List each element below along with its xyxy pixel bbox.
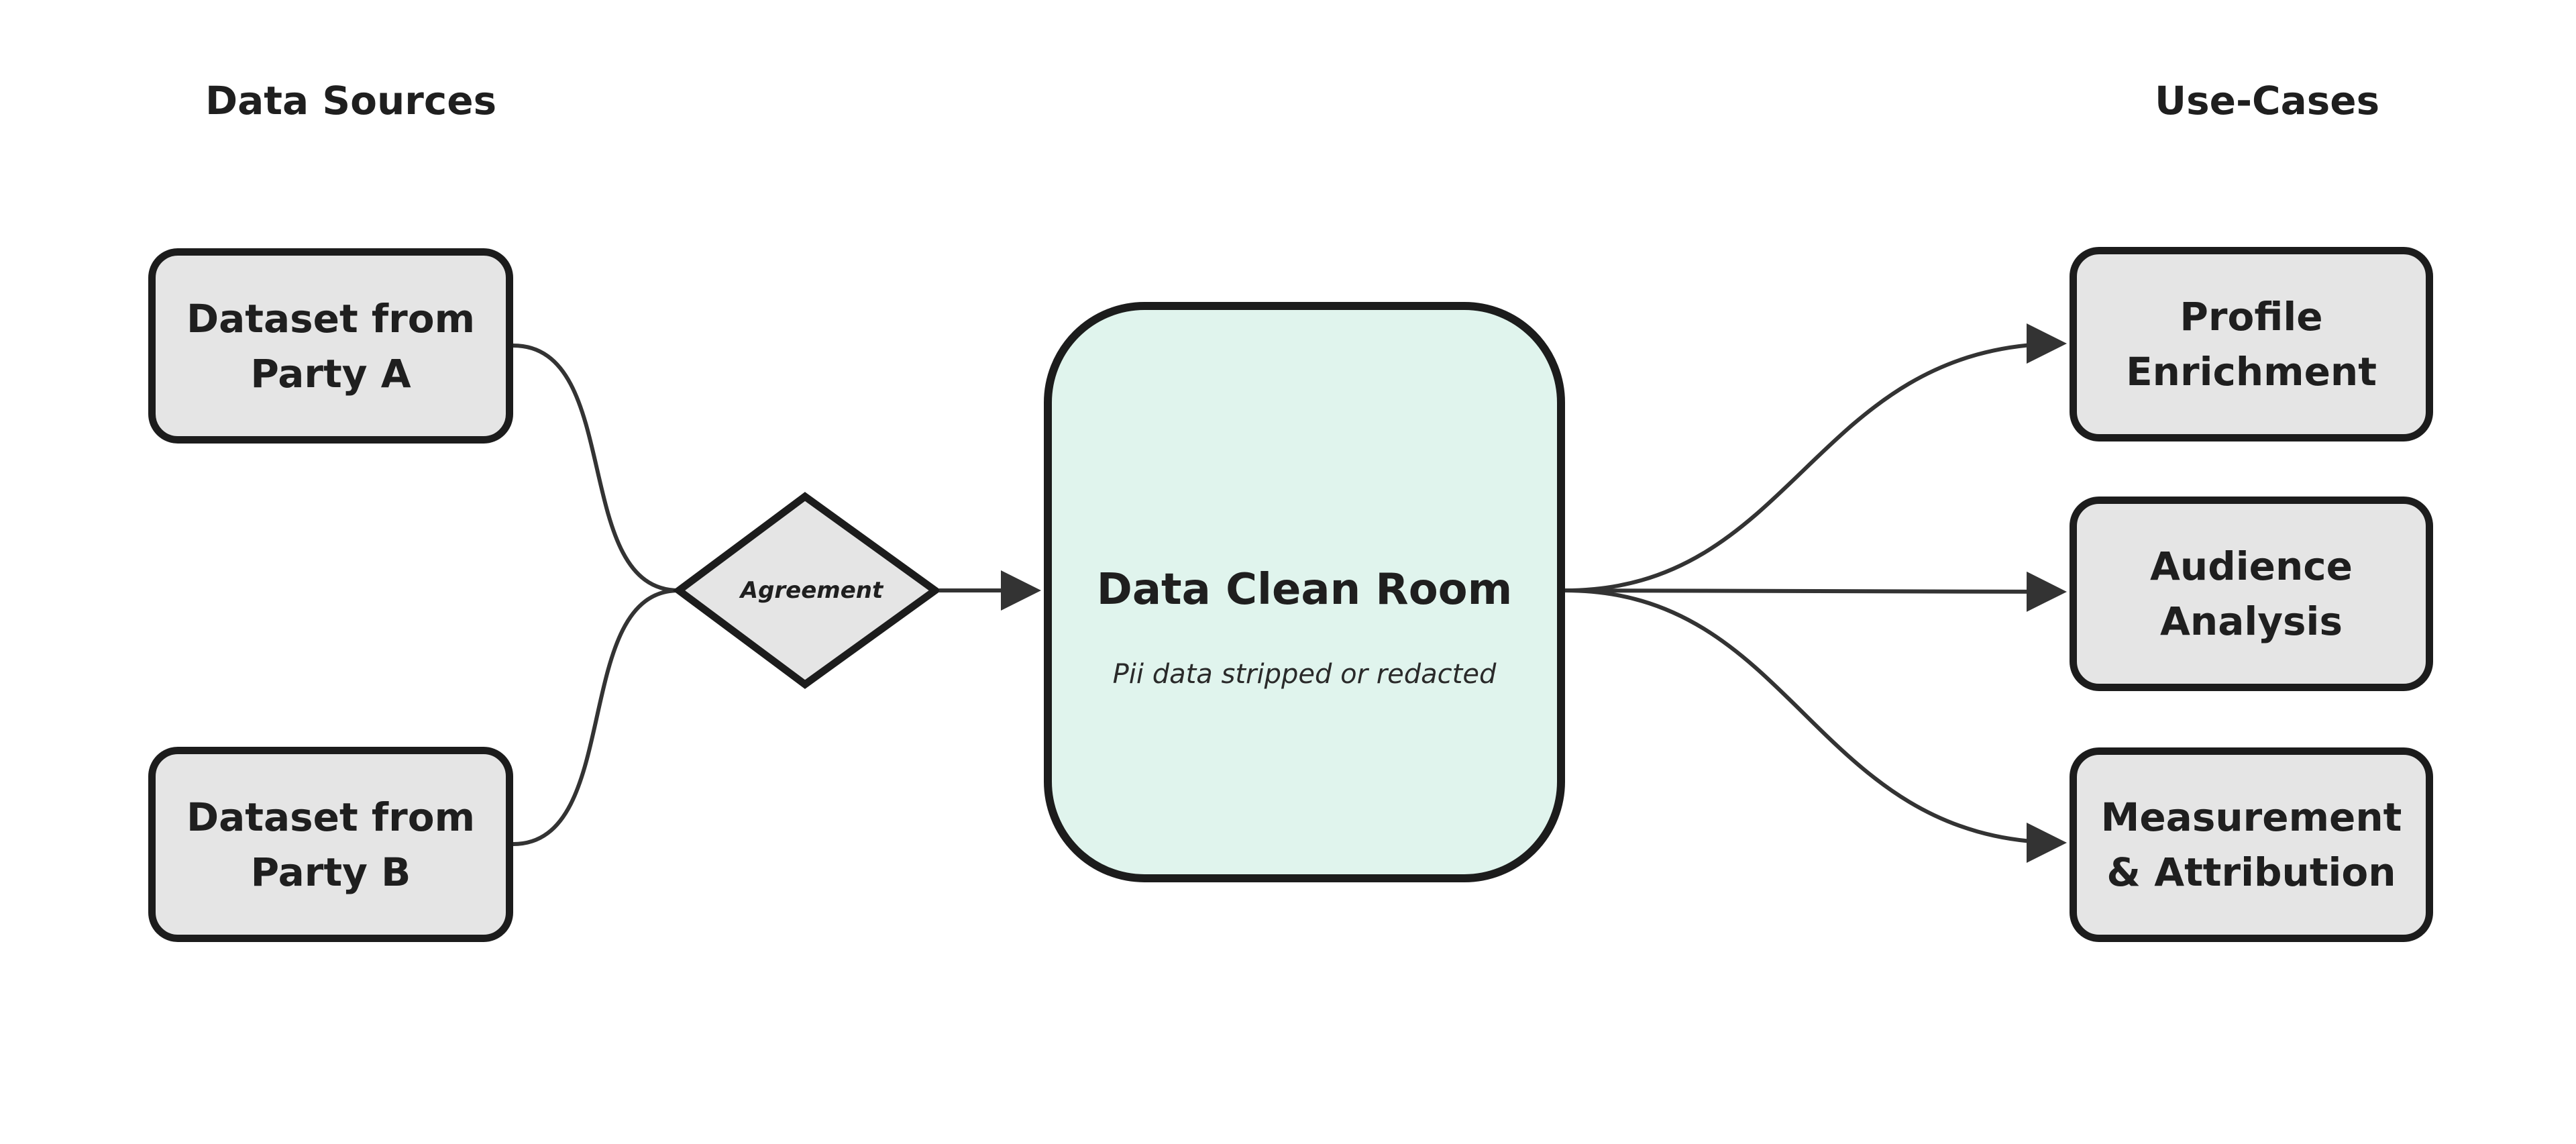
node-label-line: Analysis xyxy=(2160,599,2343,644)
data-sources-heading: Data Sources xyxy=(205,78,497,123)
node-label-line: Dataset from xyxy=(186,295,476,342)
agreement-diamond xyxy=(672,492,942,689)
use-case-node-profile-enrichment: Profile Enrichment xyxy=(2070,247,2433,441)
source-node-party-a: Dataset from Party A xyxy=(148,248,513,444)
use-case-node-audience-analysis: Audience Analysis xyxy=(2070,497,2433,691)
connector-party-b-to-agreement xyxy=(513,588,680,846)
use-case-node-measurement-attribution: Measurement & Attribution xyxy=(2070,747,2433,942)
node-label-line: Audience xyxy=(2150,543,2353,589)
node-label-line: Party A xyxy=(250,350,411,397)
use-cases-heading: Use-Cases xyxy=(2155,78,2380,123)
source-node-party-b: Dataset from Party B xyxy=(148,747,513,942)
agreement-label: Agreement xyxy=(740,577,883,604)
data-clean-room-node: Data Clean Room Pii data stripped or red… xyxy=(1044,302,1565,882)
node-label-line: Profile xyxy=(2180,294,2323,340)
node-label-line: Party B xyxy=(250,849,411,895)
node-label-line: Measurement xyxy=(2100,794,2402,840)
clean-room-subtitle: Pii data stripped or redacted xyxy=(1112,659,1497,690)
node-label-line: & Attribution xyxy=(2106,849,2396,895)
connector-clean-room-to-measurement xyxy=(1564,588,2067,863)
connector-clean-room-to-audience xyxy=(1564,571,2067,612)
node-label-line: Enrichment xyxy=(2126,349,2377,395)
node-label-line: Dataset from xyxy=(186,794,476,840)
clean-room-title: Data Clean Room xyxy=(1096,565,1513,615)
connector-clean-room-to-profile xyxy=(1564,323,2067,592)
connector-party-a-to-agreement xyxy=(513,344,680,592)
